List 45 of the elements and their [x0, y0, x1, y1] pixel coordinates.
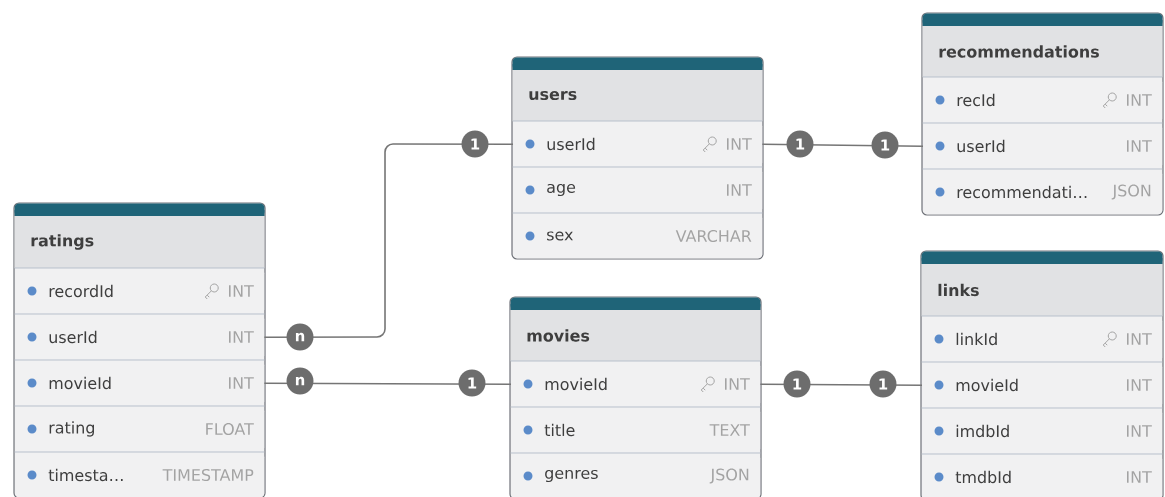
field-type: INT — [1127, 379, 1152, 391]
field-name: recId — [957, 93, 995, 107]
field-type: TEXT — [709, 424, 750, 436]
field-type: INT — [1127, 333, 1152, 345]
field-name: timesta… — [48, 468, 123, 482]
field-name: movieId — [49, 376, 111, 390]
field-name: tmdbId — [955, 470, 1011, 484]
field-type: INT — [725, 378, 750, 390]
field-type: INT — [1127, 94, 1152, 106]
field-type: INT — [727, 184, 752, 196]
field-type: INT — [1127, 471, 1152, 483]
field-type: INT — [727, 138, 752, 150]
field-name: imdbId — [956, 424, 1009, 438]
field-name: sex — [547, 231, 573, 241]
field-name: genres — [545, 469, 598, 483]
cardinality-badge: 1 — [461, 130, 489, 158]
field-name: userId — [957, 139, 1005, 153]
field-type: INT — [229, 377, 254, 389]
field-name: title — [544, 423, 575, 437]
field-name: rating — [49, 421, 94, 437]
cardinality-badge: 1 — [871, 131, 899, 159]
field-type: VARCHAR — [675, 229, 752, 242]
field-name: movieId — [545, 377, 607, 391]
field-name: userId — [547, 137, 595, 151]
field-type: JSON — [709, 468, 749, 484]
cardinality-badge: 1 — [783, 370, 811, 398]
field-name: userId — [49, 330, 97, 344]
field-name: recordId — [49, 284, 113, 298]
cardinality-badge: n — [286, 323, 314, 351]
field-name: linkId — [956, 332, 997, 346]
cardinality-badge: 1 — [458, 369, 486, 397]
field-type: JSON — [1111, 184, 1151, 200]
field-type: FLOAT — [206, 422, 254, 435]
field-type: INT — [1127, 425, 1152, 437]
field-type: INT — [229, 331, 254, 343]
field-name: movieId — [956, 378, 1018, 392]
field-type: INT — [1127, 140, 1152, 152]
field-type: INT — [229, 285, 254, 297]
cardinality-badge: 1 — [786, 130, 814, 158]
cardinality-badge: 1 — [869, 370, 897, 398]
field-name: recommendati… — [957, 185, 1087, 199]
field-name: age — [547, 183, 576, 197]
cardinality-badge: n — [286, 367, 314, 395]
field-type: TIMESTAMP — [162, 468, 254, 481]
relationship-line — [263, 143, 514, 338]
